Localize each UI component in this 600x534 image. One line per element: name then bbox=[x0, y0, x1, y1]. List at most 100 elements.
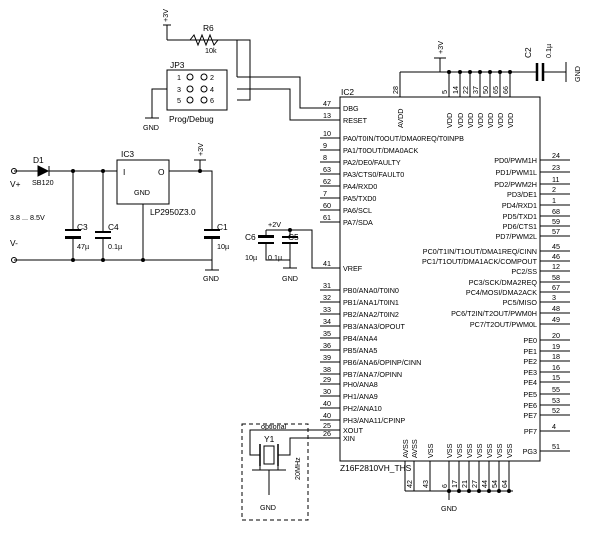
ic2-right-pin-label: PC3/SCK/DMA2REQ bbox=[469, 278, 538, 287]
ic2-right-pin-label: PC2/SS bbox=[511, 267, 537, 276]
ic2-left-pin-number: 29 bbox=[323, 375, 331, 384]
ic2-right-pin-number: 45 bbox=[552, 242, 560, 251]
c1-plate-bottom bbox=[204, 236, 220, 239]
d1-ref: D1 bbox=[33, 155, 44, 165]
c3-ref: C3 bbox=[77, 222, 88, 232]
vdd-rail-label: +3V bbox=[436, 41, 445, 54]
ic2-left-pin-number: 25 bbox=[323, 421, 331, 430]
jp3-pin-number: 2 bbox=[210, 73, 214, 82]
ic3-out-rail-label: +3V bbox=[196, 143, 205, 156]
ic2-left-pin-label: PA3/CTS0/FAULT0 bbox=[343, 170, 404, 179]
ic2-left-pin-label: PB0/ANA0/T0IN0 bbox=[343, 286, 399, 295]
ic2-left-pin-label: PH3/ANA11/CPINP bbox=[343, 416, 405, 425]
jp3-pin-number: 4 bbox=[210, 85, 214, 94]
r6-value: 10k bbox=[205, 46, 217, 55]
ic2-right-pin-label: PE5 bbox=[523, 390, 537, 399]
c2-gnd-symbol: GND bbox=[565, 62, 582, 82]
ic2-top-pin-label: VDD bbox=[456, 113, 465, 128]
ic2-right-pin-label: PD2/PWM2H bbox=[494, 180, 537, 189]
ic2-right-pin-label: PC4/MOSI/DMA2ACK bbox=[466, 288, 537, 297]
ic2-right-pin-label: PE6 bbox=[523, 401, 537, 410]
ic2-right-pin-label: PC7/T2OUT/PWM0L bbox=[470, 320, 537, 329]
ic2-right-pin-label: PD7/PWM2L bbox=[495, 232, 537, 241]
c4-junction bbox=[101, 169, 105, 173]
ic2-top-pin-number: 50 bbox=[481, 86, 490, 94]
ic2-bottom-pin-number: 64 bbox=[500, 480, 509, 488]
ic2-right-pin-number: 58 bbox=[552, 273, 560, 282]
ic2-bottom-pin-number: 44 bbox=[480, 480, 489, 488]
ic2-left-pin-number: 40 bbox=[323, 399, 331, 408]
ic2-top-pin-label: VDD bbox=[445, 113, 454, 128]
ic2-right-pin-number: 51 bbox=[552, 442, 560, 451]
c4-ref: C4 bbox=[108, 222, 119, 232]
ic2-right-pin-label: PD3/DE1 bbox=[507, 190, 537, 199]
vref-rail-label: +2V bbox=[268, 220, 281, 229]
ic2-left-pin-number: 13 bbox=[323, 111, 331, 120]
ic2-top-pin-label: VDD bbox=[496, 113, 505, 128]
ic3-ref: IC3 bbox=[121, 149, 134, 159]
ic2-right-pin-label: PD6/CTS1 bbox=[503, 222, 537, 231]
jp3-pin-number: 3 bbox=[177, 85, 181, 94]
r6-ref: R6 bbox=[203, 23, 214, 33]
c3-plate-bottom bbox=[65, 236, 81, 239]
ic2-top-pin-number: 66 bbox=[501, 86, 510, 94]
y1-freq: 20MHz bbox=[293, 457, 302, 480]
jp3-pin bbox=[200, 73, 208, 81]
jp3-pin bbox=[186, 73, 194, 81]
ic2-right-pin-label: PE7 bbox=[523, 411, 537, 420]
ic2-top-pin-label: VDD bbox=[486, 113, 495, 128]
ic2-left-pin-number: 62 bbox=[323, 177, 331, 186]
ic2-right-pin-number: 55 bbox=[552, 385, 560, 394]
ic2-bottom-pin-number: 17 bbox=[450, 480, 459, 488]
ic2-left-pin-number: 36 bbox=[323, 341, 331, 350]
ic2-bottom-pin-number: 43 bbox=[421, 480, 430, 488]
ic2-left-pin-label: PA6/SCL bbox=[343, 206, 372, 215]
reset-wire bbox=[237, 76, 340, 109]
ic2-left-pin-number: 31 bbox=[323, 281, 331, 290]
ic2-right-pin-label: PE1 bbox=[523, 347, 537, 356]
jp3-pin bbox=[186, 85, 194, 93]
ic2-right-pin-number: 48 bbox=[552, 304, 560, 313]
ic2-left-pin-number: 34 bbox=[323, 317, 331, 326]
c6-value: 10µ bbox=[245, 253, 257, 262]
ic2-left-pin-label: PH1/ANA9 bbox=[343, 392, 378, 401]
ic2-left-pin-number: 60 bbox=[323, 201, 331, 210]
ic2-right-pin-number: 12 bbox=[552, 262, 560, 271]
ic2-right-pin-label: PF7 bbox=[524, 427, 537, 436]
ic2-left-pin-label: PA5/TXD0 bbox=[343, 194, 376, 203]
ic2-left-pin-number: 8 bbox=[323, 153, 327, 162]
y1-gnd-label: GND bbox=[260, 503, 276, 512]
ic2-left-pin-number: 7 bbox=[323, 189, 327, 198]
y1-optional-label: optional bbox=[261, 422, 287, 431]
ic2-left-pin-label: PA7/SDA bbox=[343, 218, 373, 227]
c2-value: 0.1µ bbox=[544, 44, 553, 58]
ic2-right-pin-number: 23 bbox=[552, 163, 560, 172]
ic2-left-pin-label: RESET bbox=[343, 116, 368, 125]
jp3-body bbox=[166, 69, 228, 111]
ic2-left-pin-number: 30 bbox=[323, 387, 331, 396]
c3-gnd-junction bbox=[71, 258, 75, 262]
ic2-left-pin-label: PB3/ANA3/OPOUT bbox=[343, 322, 406, 331]
c5-value: 0.1µ bbox=[268, 253, 282, 262]
ic2-top-pin-label: VDD bbox=[506, 113, 515, 128]
c6-ref: C6 bbox=[245, 232, 256, 242]
ic2-top-pin-number: 22 bbox=[461, 86, 470, 94]
jp3-label: Prog/Debug bbox=[169, 114, 214, 124]
ic2-bottom-pin-number: 42 bbox=[405, 480, 414, 488]
ic2-right-pin-number: 11 bbox=[552, 175, 559, 184]
ic2-bottom-pin-number: 6 bbox=[440, 484, 449, 488]
vin-neg-label: V- bbox=[10, 238, 18, 248]
ic2-left-pins: 47DBG13RESET10PA0/T0IN/T0OUT/DMA0REQ/T0I… bbox=[320, 99, 464, 443]
ic2-right-pin-number: 67 bbox=[552, 283, 560, 292]
vss-bus-wire bbox=[405, 490, 513, 500]
ic2-bottom-pin-label: VSS bbox=[426, 443, 435, 458]
ic2-left-pin-number: 41 bbox=[323, 259, 331, 268]
r6-wire bbox=[163, 24, 238, 77]
jp3-pin-number: 1 bbox=[177, 73, 181, 82]
c6-plate-top bbox=[258, 235, 274, 238]
ic2-left-pin-number: 9 bbox=[323, 141, 327, 150]
jp3-pin bbox=[186, 96, 194, 104]
c4-gnd-junction bbox=[101, 258, 105, 262]
